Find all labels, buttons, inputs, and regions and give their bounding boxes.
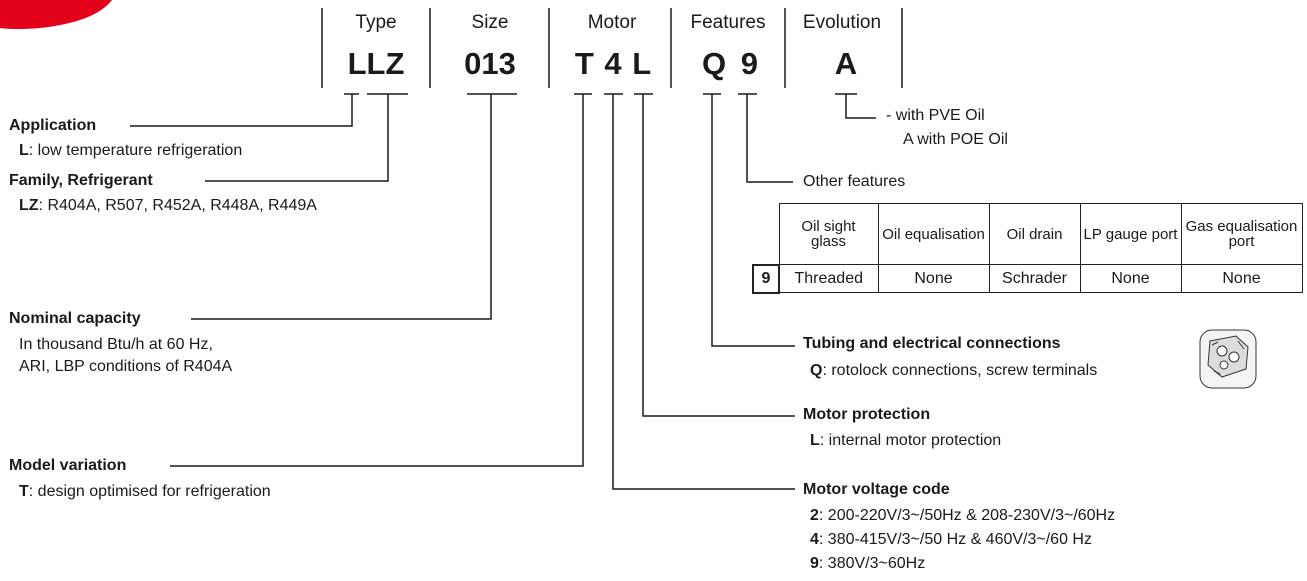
column-oil-sight-glass: Oil sight glass — [779, 204, 878, 265]
evolution-line1: - with PVE Oil — [886, 107, 985, 125]
compressor-terminal-box-icon — [1200, 330, 1256, 388]
table-row: 9 Threaded None Schrader None None — [753, 265, 1302, 293]
column-lp-gauge-port: LP gauge port — [1080, 204, 1181, 265]
column-gas-equalisation-port: Gas equalisation port — [1181, 204, 1302, 265]
family-title: Family, Refrigerant — [9, 172, 153, 190]
family-desc: LZ: R404A, R507, R452A, R448A, R449A — [19, 197, 317, 215]
capacity-title: Nominal capacity — [9, 310, 141, 328]
application-desc: L: low temperature refrigeration — [19, 142, 242, 160]
protection-desc: L: internal motor protection — [810, 432, 1001, 450]
cell-oil-drain: Schrader — [989, 265, 1080, 293]
corner-red-shape — [0, 0, 112, 29]
protection-code: L — [810, 432, 820, 449]
voltage-item-4: 4: 380-415V/3~/50 Hz & 460V/3~/60 Hz — [810, 531, 1092, 549]
voltage-item-9: 9: 380V/3~60Hz — [810, 555, 925, 573]
cell-lp-gauge-port: None — [1080, 265, 1181, 293]
code-evolution: A — [796, 46, 896, 82]
protection-title: Motor protection — [803, 406, 930, 424]
code-size: 013 — [440, 46, 540, 82]
tubing-title: Tubing and electrical connections — [803, 335, 1061, 353]
row-code: 9 — [753, 265, 779, 293]
voltage-title: Motor voltage code — [803, 481, 950, 499]
variation-desc: T: design optimised for refrigeration — [19, 483, 271, 501]
tubing-desc: Q: rotolock connections, screw terminals — [810, 362, 1097, 380]
application-title: Application — [9, 117, 96, 135]
cell-gas-equalisation-port: None — [1181, 265, 1302, 293]
header-features: Features — [668, 12, 788, 34]
header-type: Type — [316, 12, 436, 34]
header-size: Size — [430, 12, 550, 34]
evolution-line2: A with POE Oil — [903, 131, 1008, 149]
cell-oil-sight-glass: Threaded — [779, 265, 878, 293]
variation-code: T — [19, 483, 29, 500]
column-oil-equalisation: Oil equalisation — [878, 204, 989, 265]
header-motor: Motor — [552, 12, 672, 34]
header-evolution: Evolution — [782, 12, 902, 34]
cell-oil-equalisation: None — [878, 265, 989, 293]
features-table-header: Oil sight glass Oil equalisation Oil dra… — [753, 204, 1302, 265]
code-features: Q 9 — [675, 46, 785, 82]
other-features-title: Other features — [803, 173, 905, 191]
code-type: LLZ — [326, 46, 426, 82]
variation-title: Model variation — [9, 457, 126, 475]
code-motor: T 4 L — [553, 46, 673, 82]
capacity-line2: ARI, LBP conditions of R404A — [19, 358, 232, 376]
capacity-line1: In thousand Btu/h at 60 Hz, — [19, 336, 213, 354]
voltage-item-2: 2: 200-220V/3~/50Hz & 208-230V/3~/60Hz — [810, 507, 1115, 525]
tubing-code: Q — [810, 362, 822, 379]
column-oil-drain: Oil drain — [989, 204, 1080, 265]
family-code: LZ — [19, 197, 39, 214]
application-code: L — [19, 142, 29, 159]
features-table: Oil sight glass Oil equalisation Oil dra… — [752, 203, 1303, 294]
